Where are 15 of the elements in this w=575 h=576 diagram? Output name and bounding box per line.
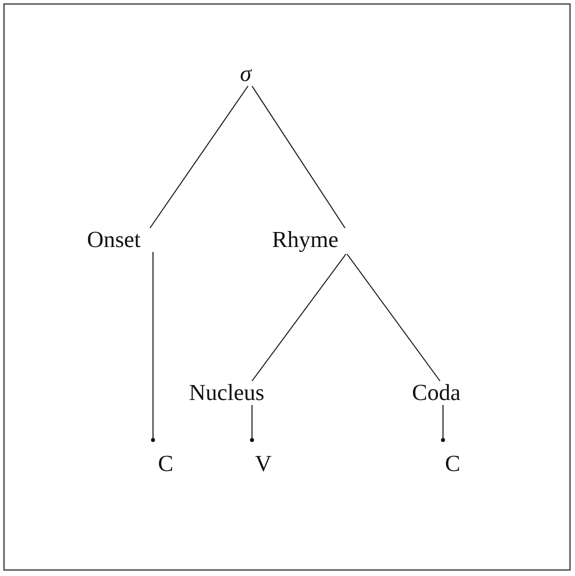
syllable-symbol: σ bbox=[240, 62, 253, 86]
branch-line bbox=[150, 86, 248, 228]
dotted-end-line bbox=[151, 252, 155, 442]
branch-line bbox=[252, 86, 346, 228]
segment-label: C bbox=[445, 452, 462, 476]
constituent-label: Onset bbox=[87, 228, 142, 252]
segment-label: V bbox=[255, 452, 273, 476]
dotted-end-line bbox=[441, 404, 445, 442]
constituent-label: Rhyme bbox=[272, 228, 340, 252]
branch-line bbox=[346, 254, 440, 382]
segment-label: C bbox=[158, 452, 172, 476]
branch-line bbox=[252, 254, 346, 382]
constituent-label: Nucleus bbox=[189, 381, 266, 405]
dotted-end-line bbox=[250, 404, 254, 442]
constituent-label: Coda bbox=[412, 381, 462, 405]
